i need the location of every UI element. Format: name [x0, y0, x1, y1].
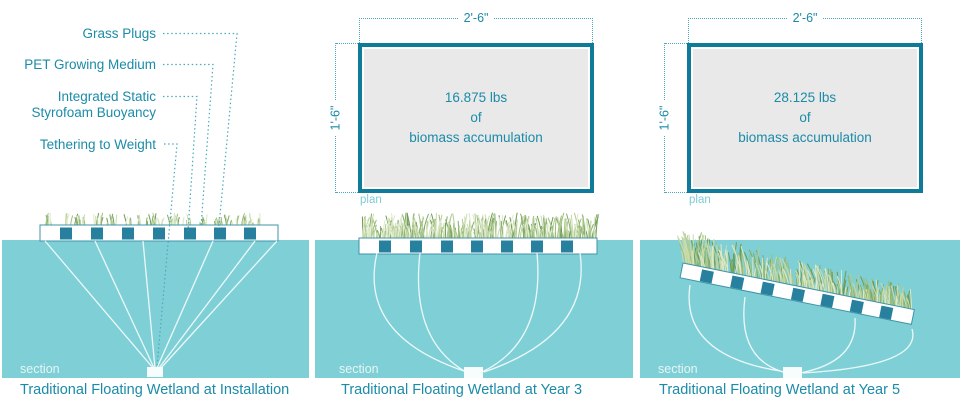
caption-installation: Traditional Floating Wetland at Installa… [20, 382, 290, 398]
dim-tick [665, 43, 687, 44]
dim-line [494, 17, 594, 19]
wetland-raft-year3 [358, 237, 598, 255]
dim-height-value: 1'-6" [328, 105, 343, 131]
tether-lines-panel-1 [44, 240, 278, 369]
dim-line [359, 17, 458, 19]
biomass-amount: 16.875 lbs [444, 90, 508, 105]
plan-view-panel-2: 16.875 lbs of biomass accumulation [358, 43, 594, 193]
biomass-of: of [799, 110, 811, 125]
dim-tick [688, 18, 689, 43]
dimension-height-panel-2: 1'-6" [328, 43, 342, 193]
dim-line [334, 136, 336, 193]
biomass-note-panel-3: 28.125 lbs of biomass accumulation [693, 49, 917, 187]
biomass-of: of [470, 110, 482, 125]
anchor-weight-panel-3 [783, 367, 802, 378]
dim-line [688, 17, 787, 19]
dim-width-value: 2'-6" [792, 11, 818, 25]
dim-tick [336, 43, 358, 44]
dim-tick [336, 192, 358, 193]
section-label-panel-2: section [339, 362, 379, 376]
dimension-width-panel-2: 2'-6" [359, 11, 594, 25]
dim-tick [921, 18, 922, 43]
caption-year-3: Traditional Floating Wetland at Year 3 [341, 382, 583, 398]
dim-line [823, 17, 923, 19]
dim-height-box: 1'-6" [657, 100, 671, 136]
dimension-width-panel-3: 2'-6" [688, 11, 923, 25]
wetland-raft-year5 [679, 262, 915, 325]
legend-tethering-weight: Tethering to Weight [39, 137, 156, 152]
wetland-raft-installation [39, 224, 279, 242]
biomass-text: biomass accumulation [409, 130, 543, 145]
plan-label-panel-2: plan [360, 194, 382, 206]
plan-view-panel-3: 28.125 lbs of biomass accumulation [687, 43, 923, 193]
legend-grass-plugs: Grass Plugs [82, 26, 156, 41]
biomass-text: biomass accumulation [738, 130, 872, 145]
dim-tick [359, 18, 360, 43]
section-label-panel-1: section [20, 362, 60, 376]
caption-year-5: Traditional Floating Wetland at Year 5 [659, 382, 901, 398]
biomass-note-panel-2: 16.875 lbs of biomass accumulation [364, 49, 588, 187]
legend-pet-growing-medium: PET Growing Medium [24, 57, 156, 72]
dim-line [334, 43, 336, 100]
dim-tick [665, 192, 687, 193]
dim-tick [592, 18, 593, 43]
water-panel-1 [2, 240, 309, 378]
dim-line [663, 136, 665, 193]
grass-dense-tilted [677, 231, 912, 310]
dim-height-box: 1'-6" [328, 100, 342, 136]
grass-sparse [45, 212, 261, 227]
dim-width-value: 2'-6" [463, 11, 489, 25]
tether-lines-panel-2 [373, 252, 582, 373]
tether-lines-panel-3 [688, 284, 914, 374]
plan-label-panel-3: plan [689, 194, 711, 206]
dim-line [663, 43, 665, 100]
dimension-height-panel-3: 1'-6" [657, 43, 671, 193]
leader-lines [156, 32, 238, 367]
section-label-panel-3: section [658, 362, 698, 376]
anchor-weight-panel-1 [147, 367, 163, 377]
legend-styrofoam-buoyancy: Integrated Static Styrofoam Buoyancy [31, 89, 156, 120]
grass-dense [361, 212, 599, 240]
biomass-amount: 28.125 lbs [773, 90, 837, 105]
anchor-weight-panel-2 [464, 367, 483, 378]
dim-height-value: 1'-6" [657, 105, 672, 131]
water-panel-2 [315, 240, 633, 378]
